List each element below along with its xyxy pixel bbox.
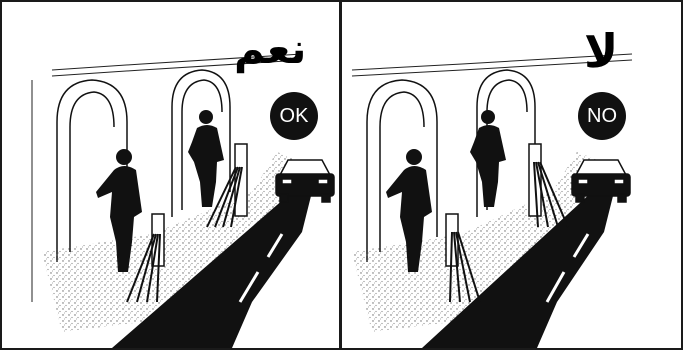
no-badge: NO <box>578 92 626 140</box>
correct-placement-panel: نعم OK <box>2 2 339 348</box>
incorrect-placement-panel: لا NO <box>342 2 679 348</box>
ok-badge: OK <box>270 92 318 140</box>
archway-left <box>367 80 437 262</box>
car <box>572 160 630 202</box>
incorrect-placement-scene <box>342 2 679 348</box>
no-label: لا <box>584 24 618 78</box>
pedestrian-far <box>188 110 224 207</box>
car <box>276 160 334 202</box>
pedestrian-far <box>470 110 506 207</box>
yes-label: نعم <box>234 24 306 73</box>
